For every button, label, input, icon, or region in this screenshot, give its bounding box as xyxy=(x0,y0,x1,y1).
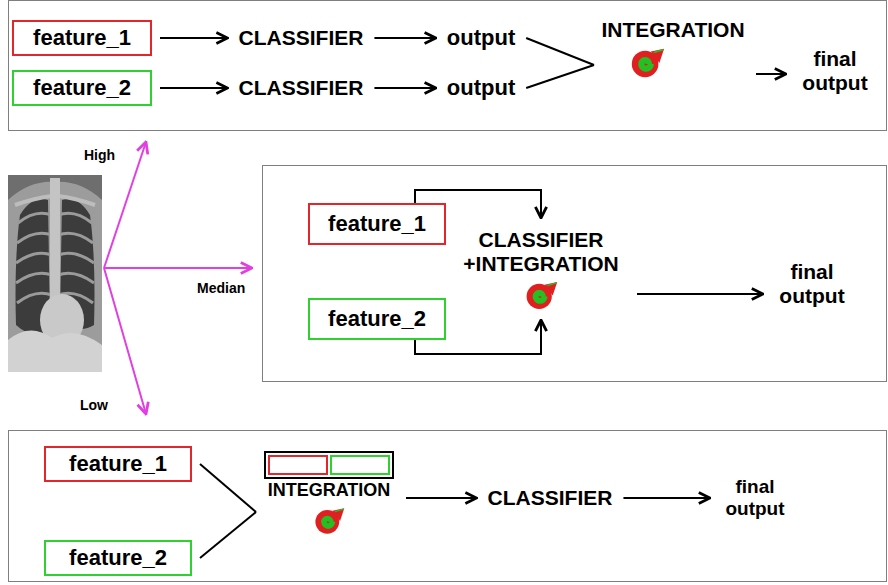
feature-box: feature_2 xyxy=(308,298,446,340)
node-text: feature_2 xyxy=(328,306,426,331)
node-text: CLASSIFIER xyxy=(488,486,613,510)
node-text: feature_2 xyxy=(69,545,167,570)
panel-frame xyxy=(263,166,887,382)
shell-icon xyxy=(315,508,344,534)
branch-arrow xyxy=(104,142,252,414)
integration-step: INTEGRATION xyxy=(260,450,398,540)
branch-label: Low xyxy=(80,397,108,413)
node-text: output xyxy=(447,75,515,100)
feature-box: feature_2 xyxy=(44,540,192,576)
panel-frame xyxy=(9,1,887,131)
final-output-label: final output xyxy=(718,474,792,522)
flow-arrow xyxy=(374,87,435,89)
concat-vector xyxy=(265,452,393,478)
feature-box: feature_1 xyxy=(12,20,152,56)
output-label: output xyxy=(444,73,518,102)
node-text: feature_1 xyxy=(69,451,167,476)
chest-xray xyxy=(8,175,102,372)
node-text: feature_1 xyxy=(328,211,426,236)
feature-box: feature_1 xyxy=(308,203,446,245)
flow-arrow xyxy=(160,87,228,89)
node-text: final output xyxy=(721,476,789,520)
node-text: final output xyxy=(774,260,850,308)
flow-arrow xyxy=(526,65,594,88)
final-output-label: final output xyxy=(794,45,876,97)
classifier-label: CLASSIFIER xyxy=(485,484,616,512)
node-text: feature_2 xyxy=(33,75,131,100)
flow-arrow xyxy=(637,293,763,295)
feature-box: feature_2 xyxy=(12,70,152,106)
flow-arrow xyxy=(374,37,435,39)
final-output-label: final output xyxy=(771,258,853,310)
branch-label: Median xyxy=(197,280,245,296)
flow-arrow xyxy=(526,38,594,65)
integration-step: INTEGRATION xyxy=(598,18,748,84)
node-text: CLASSIFIER xyxy=(239,26,364,50)
flow-arrow xyxy=(160,37,228,39)
flow-arrow xyxy=(623,497,710,499)
node-text: final output xyxy=(797,47,873,95)
feature-box: feature_1 xyxy=(44,446,192,482)
node-text: INTEGRATION xyxy=(601,18,744,42)
node-text: INTEGRATION xyxy=(268,480,391,501)
node-text: output xyxy=(447,25,515,50)
output-label: output xyxy=(444,23,518,52)
shell-icon xyxy=(527,282,558,309)
panel-frame xyxy=(9,431,887,582)
classifier-label: CLASSIFIER xyxy=(236,74,367,102)
node-text: CLASSIFIER xyxy=(239,76,364,100)
flow-arrow xyxy=(406,497,477,499)
integration-step: CLASSIFIER +INTEGRATION xyxy=(453,226,629,312)
shell-icon xyxy=(632,49,664,78)
flow-arrow xyxy=(200,464,256,512)
node-text: feature_1 xyxy=(33,25,131,50)
flow-arrow xyxy=(756,73,786,75)
classifier-label: CLASSIFIER xyxy=(236,24,367,52)
branch-label: High xyxy=(84,147,115,163)
flow-arrow xyxy=(200,512,256,558)
node-text: CLASSIFIER +INTEGRATION xyxy=(453,228,629,276)
